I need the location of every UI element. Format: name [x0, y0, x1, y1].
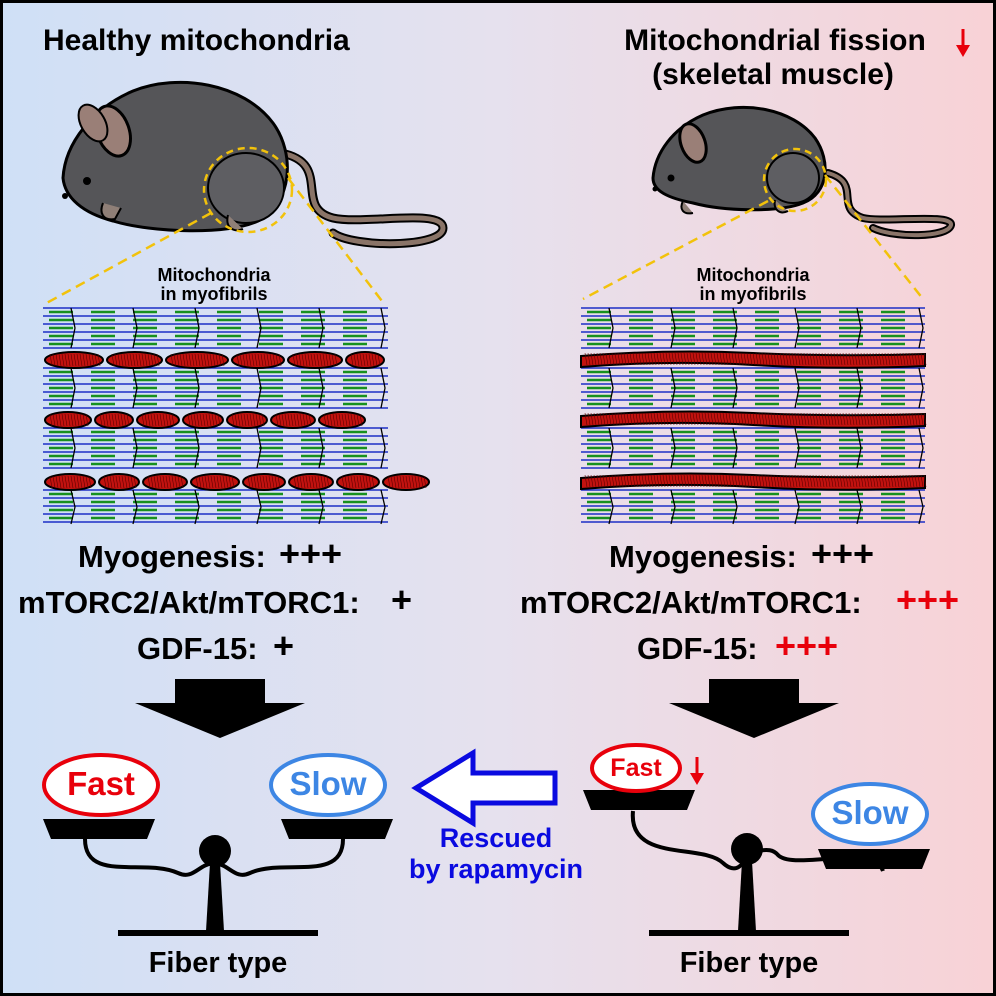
- right-title-line1: Mitochondrial fission: [624, 24, 926, 57]
- balance-scale-right: [583, 790, 930, 936]
- illustration-layer: [42, 29, 970, 936]
- myofibril-inset-healthy: [43, 307, 430, 525]
- down-arrow-left: [135, 679, 305, 738]
- fiber-type-label-left: Fiber type: [148, 947, 288, 979]
- fast-decrease-arrow-icon: [690, 757, 704, 785]
- right-gdf-label: GDF-15:: [637, 631, 758, 666]
- right-inset-label-line1: Mitochondria: [696, 265, 810, 285]
- healthy-mouse: [42, 80, 448, 307]
- right-mtor-label: mTORC2/Akt/mTORC1:: [520, 585, 862, 620]
- left-gdf-label: GDF-15:: [137, 631, 258, 666]
- left-mtor-level: +: [391, 579, 413, 620]
- right-myogenesis-label: Myogenesis:: [609, 539, 797, 574]
- fast-label-left: Fast: [67, 765, 135, 802]
- balance-scale-left: [43, 819, 393, 936]
- slow-label-right: Slow: [831, 794, 909, 831]
- right-mtor-level: +++: [896, 579, 960, 620]
- decrease-arrow-icon: [956, 29, 970, 57]
- myofibril-inset-fission: [580, 307, 927, 525]
- rescue-line1: Rescued: [439, 823, 553, 853]
- left-myogenesis-label: Myogenesis:: [78, 539, 266, 574]
- fast-ellipse-left: [42, 753, 160, 817]
- left-title: Healthy mitochondria: [43, 24, 350, 57]
- right-myogenesis-level: +++: [811, 533, 875, 574]
- left-inset-label-line1: Mitochondria: [157, 265, 271, 285]
- slow-label-left: Slow: [289, 765, 367, 802]
- down-arrow-right: [669, 679, 839, 738]
- left-myogenesis-level: +++: [279, 533, 343, 574]
- fission-deficient-mouse: [582, 105, 955, 301]
- slow-ellipse-right: [811, 782, 929, 846]
- fast-label-right: Fast: [610, 754, 662, 782]
- right-gdf-level: +++: [775, 625, 839, 666]
- rescue-arrow: [411, 748, 558, 828]
- left-gdf-level: +: [273, 625, 295, 666]
- right-inset-label-line2: in myofibrils: [699, 284, 807, 304]
- slow-ellipse-left: [269, 753, 387, 817]
- fast-ellipse-right: [590, 743, 682, 793]
- left-mtor-label: mTORC2/Akt/mTORC1:: [18, 585, 360, 620]
- right-title-line2: (skeletal muscle): [652, 58, 894, 91]
- rescue-line2: by rapamycin: [408, 854, 584, 884]
- left-inset-label-line2: in myofibrils: [160, 284, 268, 304]
- fiber-type-label-right: Fiber type: [679, 947, 819, 979]
